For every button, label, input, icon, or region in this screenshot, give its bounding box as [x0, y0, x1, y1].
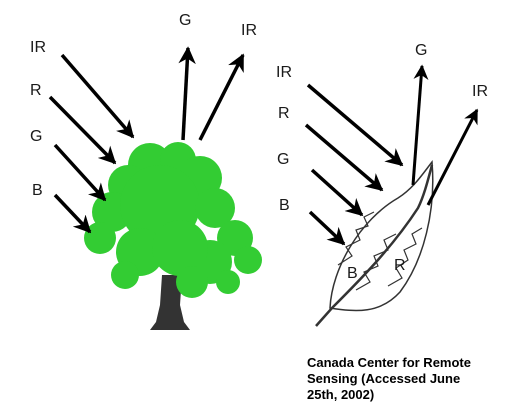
leaf-incoming-g-arrow: [310, 168, 364, 217]
tree-label-r-incoming: R: [30, 82, 42, 99]
leaf-cell-wall-right: [387, 227, 423, 287]
leaf-stem: [315, 164, 434, 327]
tree-label-ir-incoming: IR: [30, 39, 46, 56]
leaf-label-r-incoming: R: [278, 105, 290, 122]
credit-line-2: Sensing (Accessed June: [307, 371, 461, 386]
leaf-reflected-ir-arrow: [426, 108, 479, 206]
leaf-incoming-b-arrow: [308, 210, 346, 246]
tree-reflected-g-arrow: [178, 46, 196, 141]
leaf-label-b-incoming: B: [279, 197, 290, 214]
tree-panel: IR R G B G IR: [30, 12, 262, 330]
tree-label-b-incoming: B: [32, 182, 43, 199]
leaf-outline: [329, 160, 434, 312]
leaf-region-label-b: B: [347, 265, 358, 282]
leaf-cell-wall-left: [337, 211, 375, 266]
tree-label-g-incoming: G: [30, 128, 42, 145]
leaf-reflected-g-arrow: [411, 64, 429, 186]
leaf-incoming-r-arrow: [304, 123, 384, 192]
leaf-cell-wall-middle: [355, 233, 397, 291]
tree-label-g-reflected: G: [179, 12, 191, 29]
leaf-region-label-r: R: [394, 257, 406, 274]
credit-line-1: Canada Center for Remote: [307, 355, 471, 370]
leaf-panel: IR R G B G IR B R: [276, 42, 488, 327]
credit-line-3: 25th, 2002): [307, 387, 375, 402]
tree-incoming-r-arrow: [48, 95, 117, 165]
tree-canopy: [84, 142, 262, 298]
leaf-incoming-ir-arrow: [306, 83, 404, 167]
leaf-label-ir-incoming: IR: [276, 64, 292, 81]
tree-incoming-ir-arrow: [60, 53, 135, 139]
tree-incoming-g-arrow: [53, 143, 107, 202]
source-credit: Canada Center for Remote Sensing (Access…: [307, 355, 507, 403]
leaf-label-g-incoming: G: [277, 151, 289, 168]
tree-label-ir-reflected: IR: [241, 22, 257, 39]
leaf-label-ir-reflected: IR: [472, 83, 488, 100]
tree-reflected-ir-arrow: [198, 53, 245, 141]
leaf-label-g-reflected: G: [415, 42, 427, 59]
tree-incoming-b-arrow: [53, 193, 92, 234]
